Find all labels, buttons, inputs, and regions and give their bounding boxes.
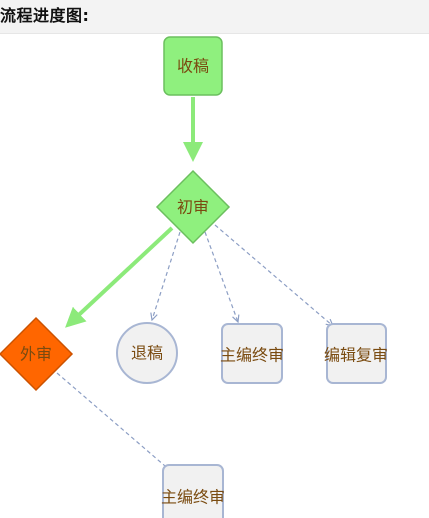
node-reject[interactable]: 退稿 xyxy=(116,322,178,384)
node-final-review-2-label: 主编终审 xyxy=(161,488,225,507)
node-external-review-label: 外审 xyxy=(20,345,52,364)
node-receive[interactable]: 收稿 xyxy=(163,36,223,96)
node-final-review-label: 主编终审 xyxy=(220,346,284,365)
edge-first-review-to-final-review xyxy=(204,231,238,322)
node-editor-recheck-label: 编辑复审 xyxy=(324,346,388,365)
page-title: 流程进度图: xyxy=(0,6,90,25)
node-reject-label: 退稿 xyxy=(131,344,163,363)
edge-first-review-to-editor-recheck xyxy=(214,224,333,326)
node-editor-recheck[interactable]: 编辑复审 xyxy=(324,323,388,384)
node-final-review[interactable]: 主编终审 xyxy=(220,323,284,384)
node-receive-label: 收稿 xyxy=(177,57,209,76)
node-first-review-label: 初审 xyxy=(177,198,209,217)
node-final-review-2[interactable]: 主编终审 xyxy=(161,464,225,518)
edge-first-review-to-external-review xyxy=(65,226,174,328)
edge-external-review-to-final-review xyxy=(56,372,172,472)
header-bar: 流程进度图: xyxy=(0,0,429,34)
node-external-review[interactable]: 外审 xyxy=(0,316,74,392)
edge-first-review-to-reject xyxy=(152,231,181,320)
node-first-review[interactable]: 初审 xyxy=(155,169,231,245)
